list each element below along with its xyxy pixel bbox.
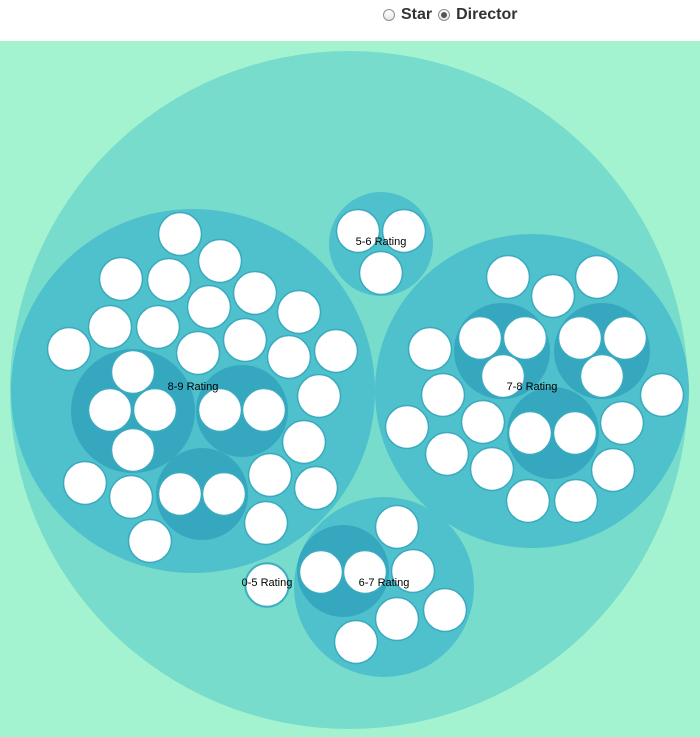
leaf-circle[interactable] xyxy=(407,326,453,372)
leaf-circle[interactable] xyxy=(146,257,192,303)
leaf-circle[interactable] xyxy=(108,474,154,520)
leaf-circle[interactable] xyxy=(335,208,381,254)
leaf-circle[interactable] xyxy=(590,447,636,493)
leaf-circle[interactable] xyxy=(132,387,178,433)
star-radio[interactable] xyxy=(383,9,395,21)
leaf-circle[interactable] xyxy=(502,315,548,361)
leaf-circle[interactable] xyxy=(244,562,290,608)
director-label: Director xyxy=(456,6,518,23)
circle-pack-chart: 8-9 Rating 7-8 Rating 5-6 Rating 6-7 Rating… xyxy=(0,41,700,737)
leaf-circle[interactable] xyxy=(599,400,645,446)
leaf-circle[interactable] xyxy=(241,387,287,433)
leaf-circle[interactable] xyxy=(553,478,599,524)
leaf-circle[interactable] xyxy=(485,254,531,300)
leaf-circle[interactable] xyxy=(135,304,181,350)
leaf-circle[interactable] xyxy=(197,238,243,284)
view-toggle-bar: Star Director xyxy=(0,0,700,41)
leaf-circle[interactable] xyxy=(507,410,553,456)
leaf-circle[interactable] xyxy=(243,500,289,546)
group-label-4: 0-5 Rating xyxy=(242,577,293,589)
leaf-circle[interactable] xyxy=(110,349,156,395)
director-option[interactable]: Director xyxy=(438,6,517,24)
leaf-circle[interactable] xyxy=(480,353,526,399)
leaf-circle[interactable] xyxy=(639,372,685,418)
leaf-circle[interactable] xyxy=(293,465,339,511)
group-label-0: 8-9 Rating xyxy=(168,381,219,393)
leaf-circle[interactable] xyxy=(87,387,133,433)
leaf-circle[interactable] xyxy=(469,446,515,492)
leaf-circle[interactable] xyxy=(232,270,278,316)
leaf-circle[interactable] xyxy=(390,548,436,594)
leaf-circle[interactable] xyxy=(46,326,92,372)
leaf-circle[interactable] xyxy=(157,211,203,257)
leaf-circle[interactable] xyxy=(62,460,108,506)
leaf-circle[interactable] xyxy=(505,478,551,524)
leaf-circle[interactable] xyxy=(374,596,420,642)
leaf-circle[interactable] xyxy=(110,427,156,473)
leaf-circle[interactable] xyxy=(602,315,648,361)
leaf-circle[interactable] xyxy=(424,431,470,477)
leaf-circle[interactable] xyxy=(157,471,203,517)
leaf-circle[interactable] xyxy=(313,328,359,374)
leaf-circle[interactable] xyxy=(574,254,620,300)
leaf-circle[interactable] xyxy=(197,387,243,433)
leaf-circle[interactable] xyxy=(186,284,232,330)
group-label-2: 5-6 Rating xyxy=(356,236,407,248)
leaf-circle[interactable] xyxy=(384,404,430,450)
leaf-circle[interactable] xyxy=(266,334,312,380)
leaf-circle[interactable] xyxy=(579,353,625,399)
leaf-circle[interactable] xyxy=(381,208,427,254)
leaf-circle[interactable] xyxy=(422,587,468,633)
grouping-radio-group: Star Director xyxy=(383,6,517,24)
leaf-circle[interactable] xyxy=(557,315,603,361)
leaf-circle[interactable] xyxy=(276,289,322,335)
leaf-circle[interactable] xyxy=(296,373,342,419)
leaf-circle[interactable] xyxy=(530,273,576,319)
leaf-circle[interactable] xyxy=(342,549,388,595)
director-radio[interactable] xyxy=(438,9,451,21)
leaf-circle[interactable] xyxy=(374,504,420,550)
leaf-circle[interactable] xyxy=(127,518,173,564)
leaf-circle[interactable] xyxy=(222,317,268,363)
leaf-circle[interactable] xyxy=(87,304,133,350)
star-label: Star xyxy=(401,6,433,23)
leaf-circle[interactable] xyxy=(358,250,404,296)
leaf-circle[interactable] xyxy=(457,315,503,361)
leaf-circle[interactable] xyxy=(333,619,379,665)
group-label-3: 6-7 Rating xyxy=(359,577,410,589)
leaf-circle[interactable] xyxy=(420,372,466,418)
leaf-circle[interactable] xyxy=(552,410,598,456)
group-label-1: 7-8 Rating xyxy=(507,381,558,393)
star-option[interactable]: Star xyxy=(383,6,432,24)
leaf-circle[interactable] xyxy=(247,452,293,498)
leaf-circle[interactable] xyxy=(175,330,221,376)
leaf-circle[interactable] xyxy=(298,549,344,595)
leaf-circle[interactable] xyxy=(98,256,144,302)
leaf-circle[interactable] xyxy=(460,399,506,445)
leaf-circle[interactable] xyxy=(281,419,327,465)
leaf-circle[interactable] xyxy=(201,471,247,517)
